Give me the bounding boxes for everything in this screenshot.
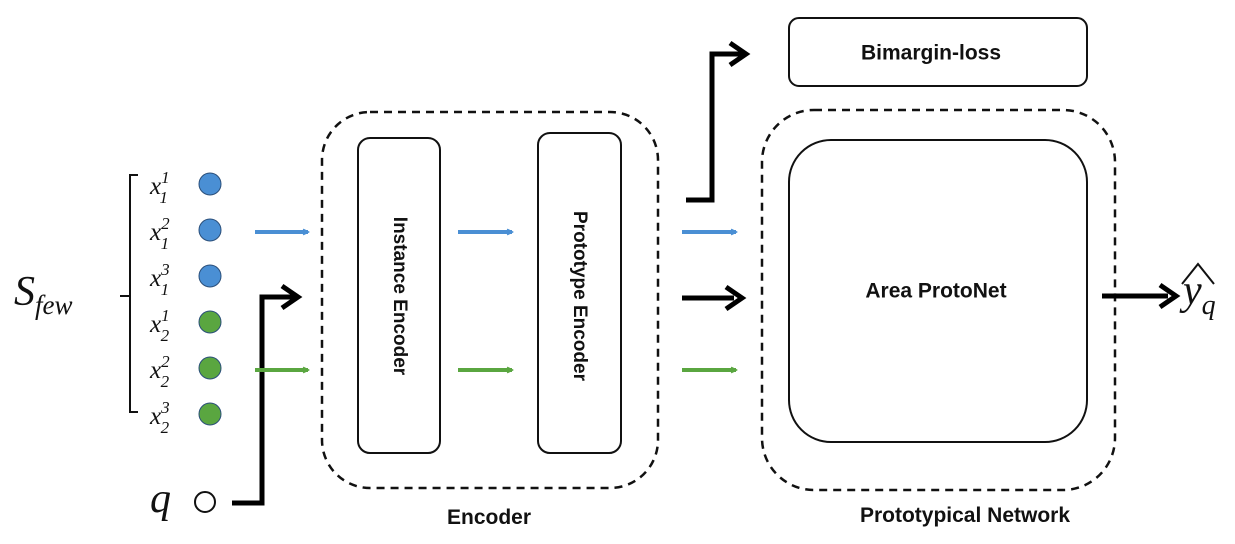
query-label: q [150,476,171,522]
query-arrow-head [280,283,303,311]
prototypical-network-group: Area ProtoNet Prototypical Network [760,108,1117,527]
encoder-group: Instance Encoder Prototype Encoder Encod… [320,110,660,529]
query-node [194,491,216,513]
instance-encoder-box [357,137,441,454]
loss-arrow [686,51,744,203]
area-protonet-label: Area ProtoNet [865,280,1006,303]
area-protonet-box [788,139,1088,443]
bimargin-loss-label: Bimargin-loss [861,42,1001,65]
support-item-dot [198,264,222,288]
support-item-dot [198,356,222,380]
support-set-label: Sfew [14,269,73,320]
prototypical-network-dashed-box [760,108,1117,492]
loss-arrow-head [728,40,751,68]
support-item-dot [198,218,222,242]
support-item-dot [198,402,222,426]
query-arrow [232,294,296,506]
query-arrow-out-head [724,284,747,312]
bimargin-loss-box [788,17,1088,87]
output-prediction: yq [1179,262,1216,321]
output-label: yq [1179,268,1216,321]
prototype-encoder-box [537,132,622,454]
support-set-bracket [120,174,138,413]
output-hat [1181,262,1215,285]
instance-encoder-label: Instance Encoder [389,217,410,376]
prototypical-network-label: Prototypical Network [860,504,1070,527]
support-item-dot [198,172,222,196]
encoder-group-label: Encoder [447,506,531,529]
prototype-encoder-label: Prototype Encoder [569,211,590,382]
encoder-dashed-box [320,110,660,490]
query: q [150,283,303,522]
output-arrow-head [1158,282,1181,310]
support-item-dot [198,310,222,334]
